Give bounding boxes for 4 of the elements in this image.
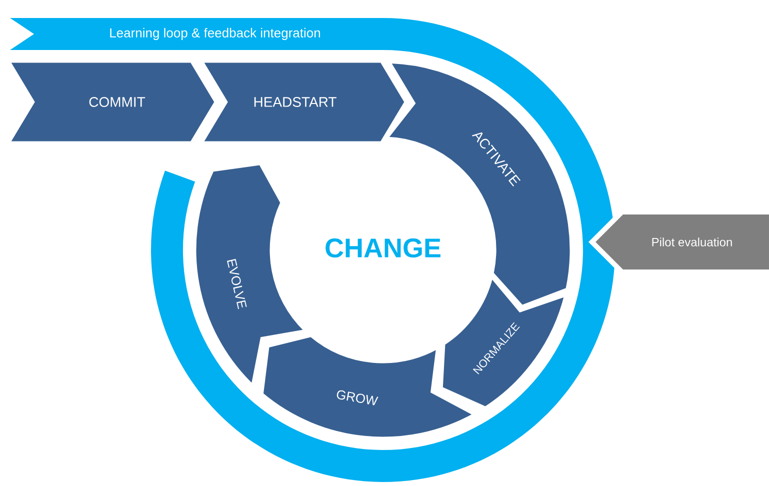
chevron-box: COMMIT: [8, 61, 216, 143]
pointer-box: Pilot evaluation: [588, 209, 769, 274]
chevron-box: HEADSTART: [202, 61, 406, 143]
ring-segment: EVOLVE: [194, 162, 306, 386]
